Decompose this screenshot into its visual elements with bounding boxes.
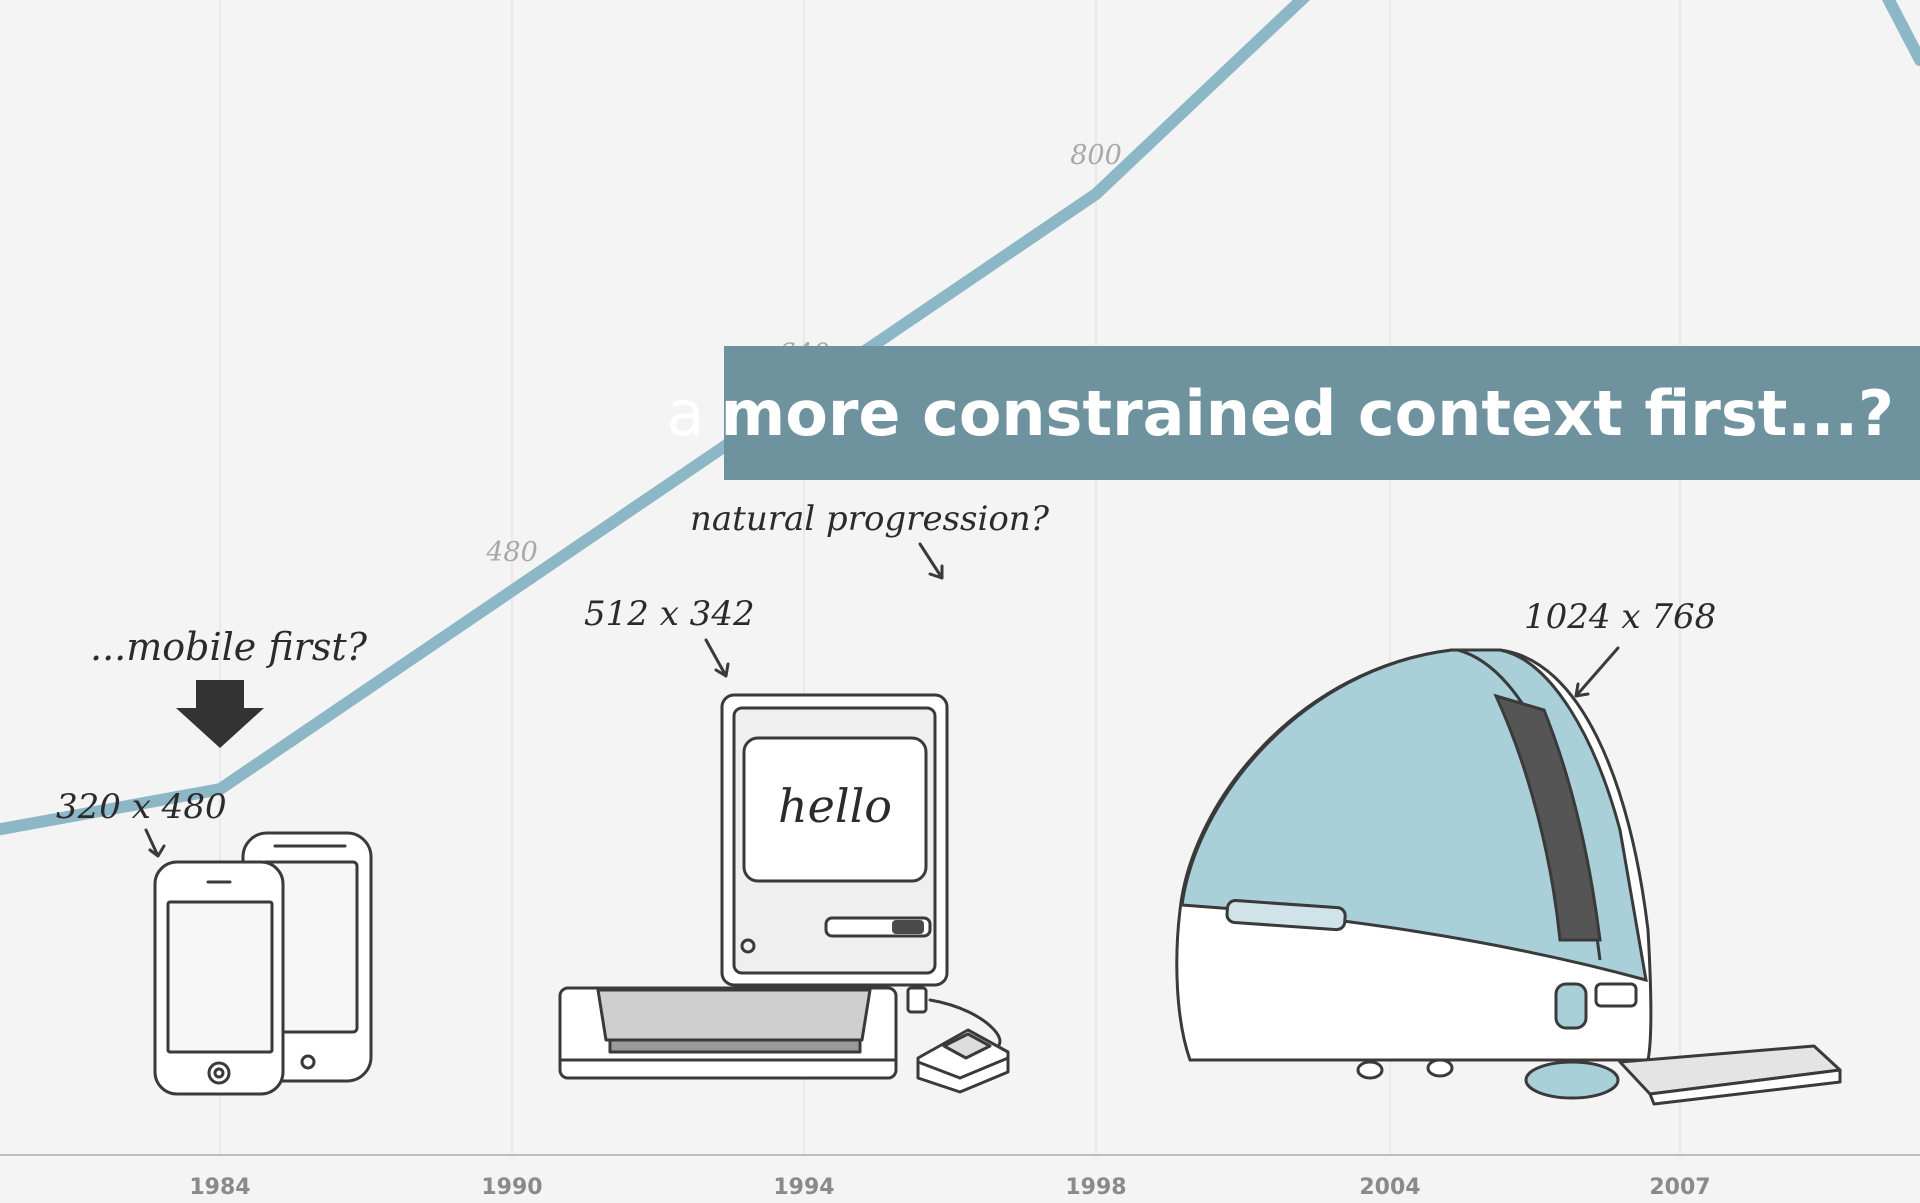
data-label-480: 480 — [485, 537, 538, 568]
x-tick-label-2007: 2007 — [1649, 1175, 1710, 1200]
banner-strong-text: more constrained context first...? — [720, 376, 1894, 450]
imac-resolution-annotation: 1024 x 768 — [1524, 597, 1716, 637]
x-tick-label-1998: 1998 — [1065, 1175, 1126, 1200]
resolution-series-line — [0, 0, 1920, 836]
natural-progression-annotation: natural progression? — [690, 499, 1050, 539]
imac-res-arrow — [1574, 646, 1620, 698]
screen-hello: hello — [778, 779, 892, 833]
mac-res-arrow — [704, 638, 730, 678]
data-label-800: 800 — [1070, 140, 1122, 171]
down-arrow-icon — [176, 680, 264, 748]
x-tick-label-1984: 1984 — [189, 1175, 250, 1200]
mouse-icon — [916, 1028, 1010, 1094]
x-tick-label-1994: 1994 — [773, 1175, 834, 1200]
imac-illustration — [1175, 648, 1842, 1106]
mobile-first-annotation: ...mobile first? — [90, 625, 368, 669]
x-tick-label-1990: 1990 — [481, 1175, 542, 1200]
natural-progression-arrow — [918, 542, 944, 580]
banner-light-text: a — [666, 376, 705, 450]
x-tick-label-2004: 2004 — [1359, 1175, 1420, 1200]
macintosh-illustration: hello — [558, 693, 1010, 1094]
keyboard-icon — [558, 986, 898, 1080]
macintosh-icon: hello — [720, 693, 949, 1014]
mac-resolution-annotation: 512 x 342 — [584, 594, 755, 634]
phone-res-arrow — [144, 828, 166, 858]
smartphone-icon — [153, 860, 285, 1096]
imac-icon — [1175, 648, 1842, 1106]
x-axis-ticks: 1984 1990 1994 1998 2004 2007 — [189, 1175, 1710, 1200]
phone-resolution-annotation: 320 x 480 — [56, 787, 227, 827]
phones-illustration — [153, 831, 373, 1096]
